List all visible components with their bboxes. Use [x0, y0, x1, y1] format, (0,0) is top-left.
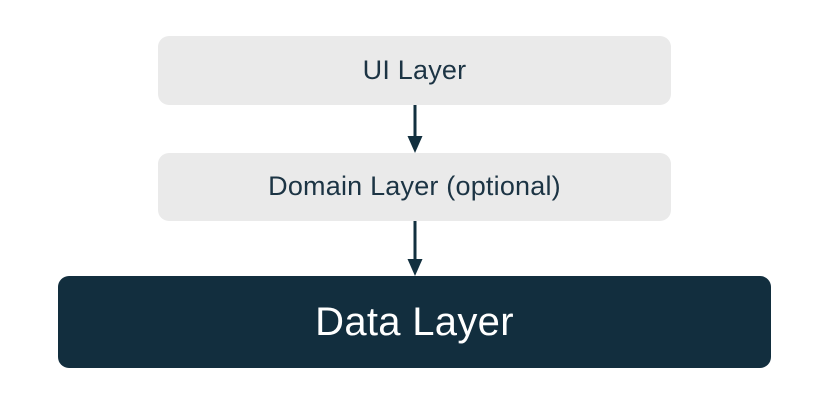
layer-box-data: Data Layer [58, 276, 771, 368]
layer-label-domain: Domain Layer (optional) [268, 171, 561, 202]
layer-box-ui: UI Layer [158, 36, 671, 105]
layer-box-domain: Domain Layer (optional) [158, 153, 671, 221]
arrow-domain-to-data [400, 221, 430, 277]
layer-label-data: Data Layer [315, 300, 514, 344]
layer-label-ui: UI Layer [362, 54, 467, 85]
arrow-ui-to-domain [400, 105, 430, 154]
